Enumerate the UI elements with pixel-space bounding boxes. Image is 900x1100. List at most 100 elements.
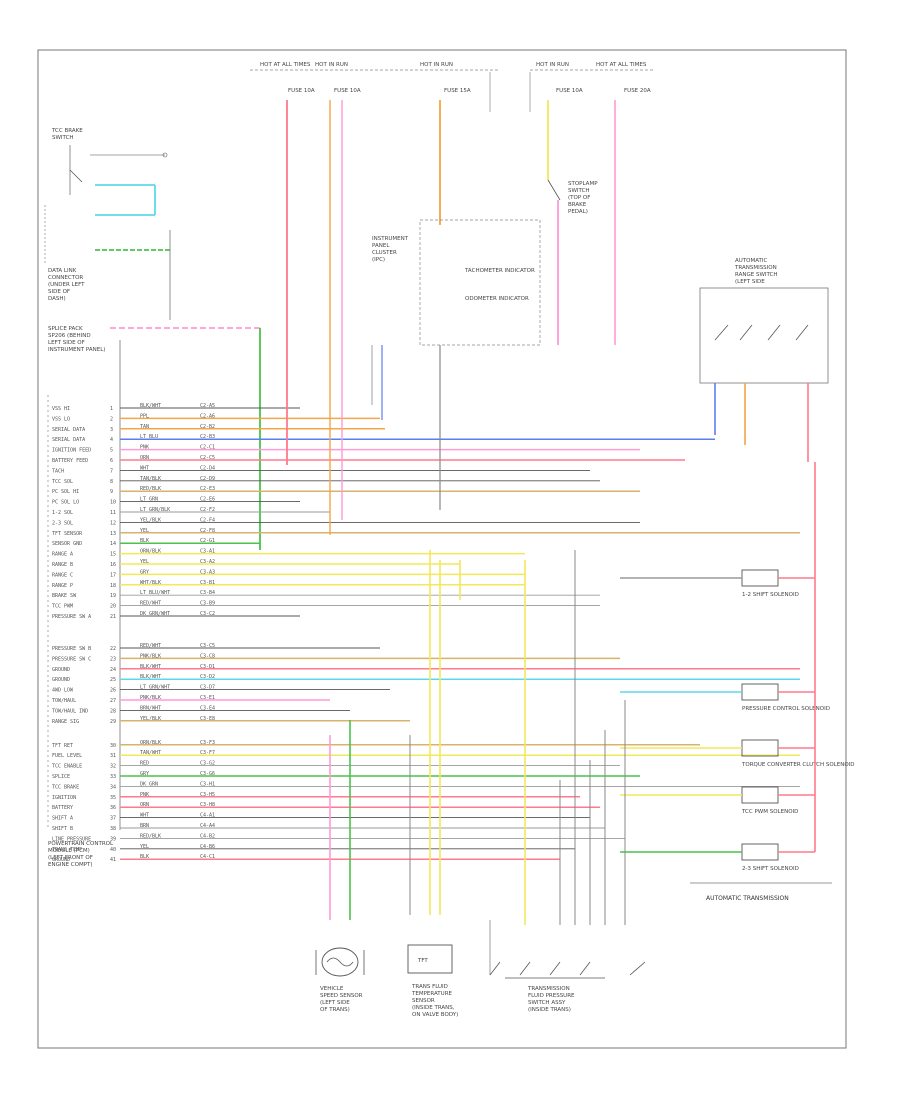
ipc-title-1: INSTRUMENT bbox=[372, 236, 409, 242]
instrument-panel-cluster: INSTRUMENT PANEL CLUSTER (IPC) TACHOMETE… bbox=[371, 219, 541, 510]
pcm-pin-id: C3-D1 bbox=[200, 664, 215, 670]
pcm-pin-label: FUEL LEVEL bbox=[52, 753, 82, 759]
pcm-wire-color-label: ORN/BLK bbox=[140, 549, 161, 555]
pcm-pin-label: RANGE B bbox=[52, 562, 73, 568]
footer: AUTOMATIC TRANSMISSION bbox=[690, 882, 832, 902]
pcm-pin-id: C3-A3 bbox=[200, 569, 215, 575]
brake-switch-title-4: BRAKE bbox=[568, 202, 587, 208]
pcm-wire-color-label: RED/BLK bbox=[140, 833, 161, 839]
vss-title-1: VEHICLE bbox=[320, 986, 344, 992]
pcm-pin-number: 20 bbox=[110, 604, 116, 610]
brake-switch-title-1: STOPLAMP bbox=[568, 181, 598, 187]
pcm-pin-number: 3 bbox=[110, 427, 113, 433]
pcm-pin-label: GROUND bbox=[52, 667, 70, 673]
pcm-wire-color-label: YEL/BLK bbox=[140, 517, 161, 523]
pcm-pin-label: VSS LO bbox=[52, 416, 70, 422]
pcm-wire-color-label: LT BLU/WHT bbox=[140, 590, 170, 596]
data-link-title-3: (UNDER LEFT bbox=[48, 282, 85, 288]
pcm-pin-label: SHIFT A bbox=[52, 816, 73, 822]
pcm-pin-number: 13 bbox=[110, 531, 116, 537]
pcm-pin-number: 26 bbox=[110, 688, 116, 694]
pcm-wire-color-label: PNK bbox=[140, 445, 149, 451]
pcm-pin-label: TOW/HAUL IND bbox=[52, 708, 88, 714]
solenoid-body bbox=[741, 739, 779, 757]
trans-fluid-temperature-sensor: TFT TRANS FLUID TEMPERATURE SENSOR (INSI… bbox=[407, 944, 458, 1018]
pcm-pin-id: C2-C1 bbox=[200, 445, 215, 451]
pcm-top-line-1: SPLICE PACK bbox=[48, 326, 83, 332]
pcm-pin-label: PRESSURE SW B bbox=[52, 646, 91, 652]
pcm-pin-label: RANGE P bbox=[52, 583, 73, 589]
pcm-pin-label: TOW/HAUL bbox=[52, 698, 76, 704]
pcm-title-1: POWERTRAIN CONTROL bbox=[48, 841, 114, 847]
pcm-pin-label: RANGE SIG bbox=[52, 719, 79, 725]
tft-title-3: SENSOR bbox=[412, 998, 435, 1004]
pcm-pin-label: 1-2 SOL bbox=[52, 510, 73, 516]
data-link-title-5: DASH) bbox=[48, 296, 66, 302]
pcm-pin-label: PRESSURE SW C bbox=[52, 656, 91, 662]
tft-title-4: (INSIDE TRANS, bbox=[412, 1005, 455, 1011]
pcm-pin-number: 5 bbox=[110, 448, 113, 454]
pcm-pin-id: C2-D9 bbox=[200, 476, 215, 482]
pcm-wire-color-label: BLK/WHT bbox=[140, 674, 161, 680]
pcm-pin-number: 31 bbox=[110, 753, 116, 759]
ipc-title-2: PANEL bbox=[372, 243, 390, 249]
pcm-wire-color-label: BLK/WHT bbox=[140, 403, 161, 409]
pcm-pin-id: C3-B4 bbox=[200, 590, 215, 596]
solenoid-name: PRESSURE CONTROL SOLENOID bbox=[742, 706, 830, 712]
pressure-switch-title-4: (INSIDE TRANS) bbox=[528, 1007, 571, 1013]
pcm-pin-number: 33 bbox=[110, 774, 116, 780]
vss-title-3: (LEFT SIDE bbox=[320, 1000, 350, 1006]
pcm-pin-number: 17 bbox=[110, 572, 116, 578]
pcm-pin-label: GROUND bbox=[52, 677, 70, 683]
tft-symbol: TFT bbox=[417, 958, 428, 964]
fuse-3: FUSE 15A bbox=[444, 88, 471, 94]
pcm-pin-number: 40 bbox=[110, 847, 116, 853]
pcm-pin-id: C4-B6 bbox=[200, 844, 215, 850]
solenoid-name: 1-2 SHIFT SOLENOID bbox=[742, 592, 799, 598]
pcm-pin-label: SPLICE bbox=[52, 774, 70, 780]
pcm-pin-id: C3-D7 bbox=[200, 685, 215, 691]
brake-switch-title-5: PEDAL) bbox=[568, 209, 588, 215]
pcm-pin-label: BATTERY bbox=[52, 805, 73, 811]
pcm-pin-number: 22 bbox=[110, 646, 116, 652]
pcm-pin-id: C3-E1 bbox=[200, 695, 215, 701]
pcm-title-3: (LEFT FRONT OF bbox=[48, 855, 93, 861]
pcm-pin-label: SHIFT B bbox=[52, 826, 73, 832]
pcm-pin-label: LINE PRESSURE bbox=[52, 836, 91, 842]
fuse-4: FUSE 10A bbox=[556, 88, 583, 94]
pcm-pin-label: PC SOL LO bbox=[52, 500, 79, 506]
pcm-pin-id: C3-G6 bbox=[200, 771, 215, 777]
pcm-pin-label: TFT SENSOR bbox=[52, 531, 83, 537]
pcm-pin-label: TCC PWM bbox=[52, 604, 73, 610]
pcm-pin-number: 34 bbox=[110, 784, 116, 790]
pcm-pin-label: RANGE A bbox=[52, 552, 73, 558]
pcm-pin-number: 2 bbox=[110, 416, 113, 422]
pcm-pin-id: C2-D4 bbox=[200, 465, 215, 471]
pcm-wire-color-label: RED/WHT bbox=[140, 601, 161, 607]
pcm-pin-label: 2-3 SOL bbox=[52, 520, 73, 526]
tft-title-5: ON VALVE BODY) bbox=[412, 1012, 458, 1018]
pcm-pin-number: 1 bbox=[110, 406, 113, 412]
pcm-wire-color-label: GRY bbox=[140, 771, 149, 777]
pcm-pin-id: C3-C5 bbox=[200, 643, 215, 649]
pcm-pin-id: C4-C1 bbox=[200, 854, 215, 860]
pcm-wire-color-label: BLK bbox=[140, 538, 149, 544]
vss-title-4: OF TRANS) bbox=[320, 1007, 350, 1013]
ipc-indicator-tach: TACHOMETER INDICATOR bbox=[464, 268, 535, 274]
pressure-switch-title-1: TRANSMISSION bbox=[527, 986, 570, 992]
